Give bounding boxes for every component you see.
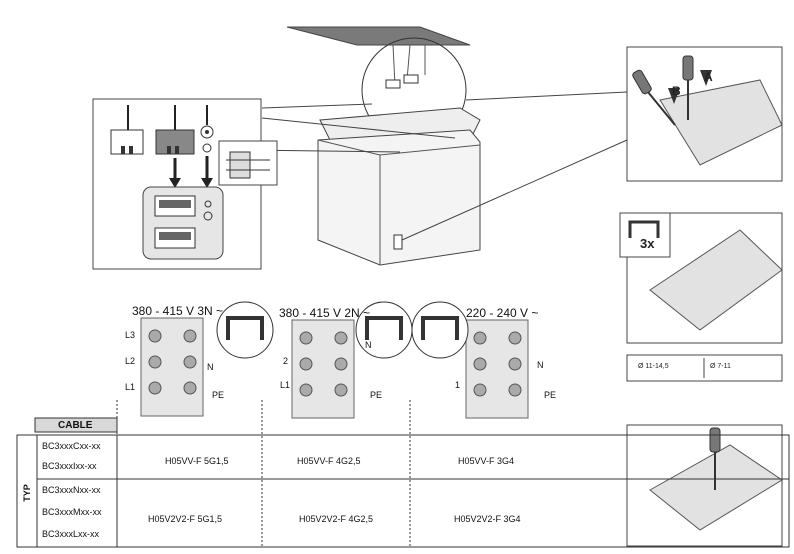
cable-row2-col1: H05V2V2-F 5G1,5 — [148, 514, 223, 524]
model-row2-1: BC3xxxNxx-xx — [42, 485, 101, 495]
cable-row1-col3: H05VV-F 3G4 — [458, 456, 515, 466]
cable-row1-col2: H05VV-F 4G2,5 — [297, 456, 361, 466]
terminal-n-2: N — [365, 340, 372, 350]
cable-row2-col3: H05V2V2-F 3G4 — [454, 514, 521, 524]
plug-white — [110, 129, 144, 155]
cable-diameter-2: Ø 7-11 — [710, 363, 731, 370]
terminal-one: 1 — [455, 380, 461, 390]
terminal-n-3: N — [537, 360, 544, 370]
terminal-pe-1: PE — [212, 390, 225, 400]
terminal-l1-2: L1 — [280, 380, 291, 390]
model-row2-2: BC3xxxMxx-xx — [42, 507, 102, 517]
terminal-two: 2 — [283, 356, 289, 366]
arrow-b-label: B — [672, 84, 681, 98]
model-row1-2: BC3xxxIxx-xx — [42, 461, 97, 471]
cable-table-grid — [16, 400, 790, 548]
terminal-block-3 — [411, 301, 529, 419]
model-row2-3: BC3xxxLxx-xx — [42, 529, 100, 539]
cable-row1-col1: H05VV-F 5G1,5 — [165, 456, 229, 466]
bridge-count-label: 3x — [640, 236, 655, 251]
terminal-block-2 — [291, 301, 413, 419]
model-row1-1: BC3xxxCxx-xx — [42, 441, 101, 451]
cabinet — [317, 129, 481, 266]
cable-diameter-1: Ø 11-14,5 — [638, 363, 669, 370]
terminal-l2: L2 — [125, 356, 136, 366]
voltage-label-1n: 220 - 240 V ~ — [466, 306, 539, 320]
table-header-typ: TYP — [21, 484, 32, 502]
voltage-label-3n: 380 - 415 V 3N ~ — [132, 304, 224, 318]
hob-plate — [286, 26, 471, 46]
terminal-l1: L1 — [125, 382, 136, 392]
terminal-block-1 — [140, 301, 274, 417]
cable-row2-col2: H05V2V2-F 4G2,5 — [299, 514, 374, 524]
terminal-pe-3: PE — [544, 390, 557, 400]
voltage-label-2n: 380 - 415 V 2N ~ — [279, 306, 371, 320]
terminal-l3: L3 — [125, 330, 136, 340]
table-header-cable: CABLE — [58, 420, 93, 431]
terminal-n-1: N — [207, 362, 214, 372]
terminal-pe-2: PE — [370, 390, 383, 400]
arrow-a-label: A — [704, 70, 713, 84]
